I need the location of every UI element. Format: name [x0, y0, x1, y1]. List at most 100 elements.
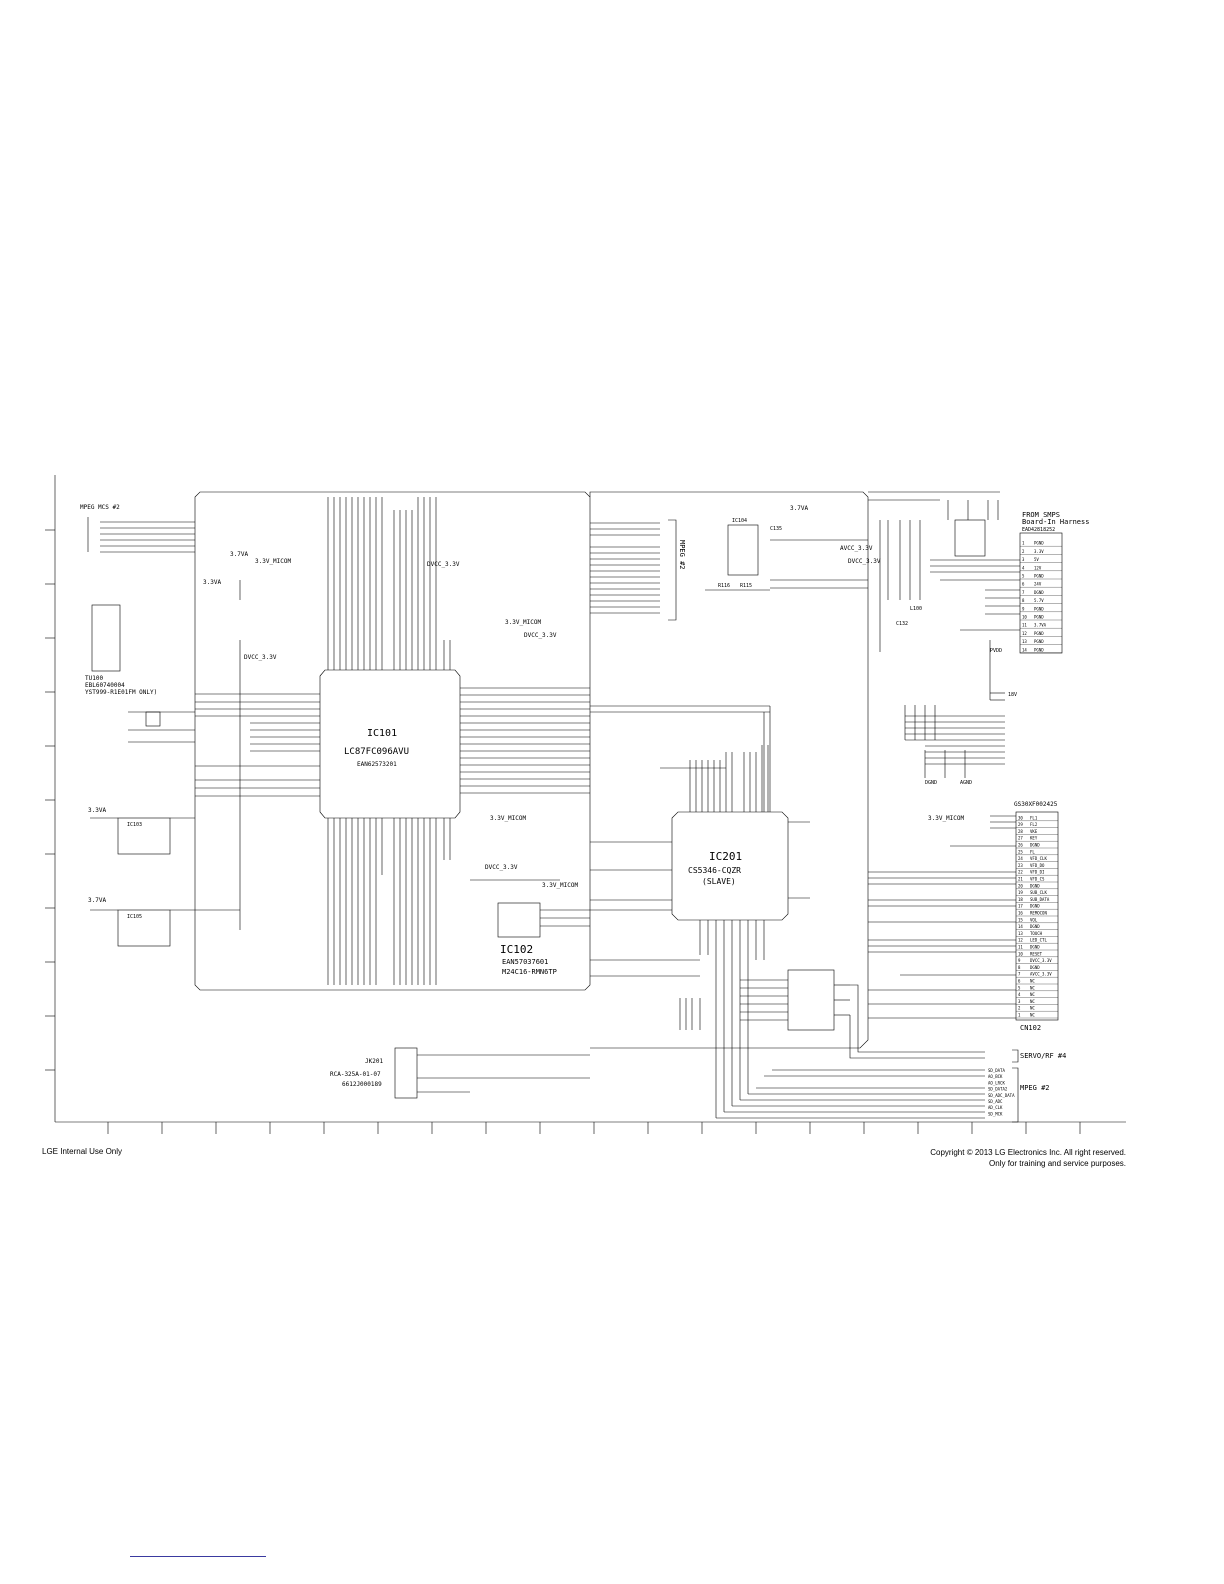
- cn-bottom-pin: 14: [1018, 924, 1023, 929]
- ic103-body: [117, 817, 171, 855]
- ic102-part2: M24C16-RMN6TP: [502, 968, 557, 976]
- ic201-mode: (SLAVE): [702, 877, 736, 886]
- cn-top-label: PGND: [1034, 541, 1044, 546]
- cn-bottom-pin: 26: [1018, 843, 1023, 848]
- tuner-part1: EBL60740004: [85, 682, 125, 689]
- cn-bottom-label: SUB_CLK: [1030, 890, 1047, 895]
- cn102-label: CN102: [1020, 1024, 1041, 1032]
- cn-top-label: DGND: [1034, 590, 1044, 595]
- rail-label: AVCC_3.3V: [840, 545, 873, 552]
- cn-bottom-label: DVCC_3.3V: [1030, 958, 1052, 963]
- ic101-body: [319, 669, 461, 819]
- smps-label-1: FROM SMPS: [1022, 511, 1060, 519]
- cn-top-pin: 10: [1022, 615, 1027, 620]
- cn-bottom-label: VOL: [1030, 917, 1038, 922]
- cn-top-label: 5.7V: [1034, 598, 1044, 603]
- c135-label: C135: [770, 526, 782, 532]
- jk201-ref: JK201: [365, 1058, 383, 1065]
- jk201-part: RCA-325A-01-07: [330, 1071, 381, 1078]
- cn-bottom-label: NC: [1030, 1006, 1035, 1011]
- cn-bottom-label: AVCC_3.3V: [1030, 972, 1052, 977]
- cn-bottom-label: VKE: [1030, 829, 1038, 834]
- ic101-ref: IC101: [367, 728, 397, 739]
- ic101-part: LC87FC096AVU: [344, 747, 409, 757]
- smps-label-2: Board-In Harness: [1022, 518, 1089, 526]
- cn-bottom-pin: 3: [1018, 999, 1021, 1004]
- cn-bottom-pin: 30: [1018, 815, 1023, 820]
- cn-top-pin: 4: [1022, 565, 1025, 570]
- cn-top-pin: 8: [1022, 598, 1025, 603]
- cn-bottom-label: DGND: [1030, 924, 1040, 929]
- cn-bottom-label: NC: [1030, 979, 1035, 984]
- v18-label: 18V: [1008, 692, 1017, 698]
- servo-signal-label: SD_DATA2: [988, 1087, 1008, 1092]
- cn-top-pin: 1: [1022, 541, 1025, 546]
- ic104-body: [727, 524, 759, 576]
- mpeg-mcs-block: [194, 491, 591, 991]
- rail-label: 3.7VA: [790, 505, 808, 512]
- mpeg-right-label: MPEG #2: [678, 540, 686, 570]
- cn-bottom-pin: 2: [1018, 1006, 1021, 1011]
- cn-bottom-label: REMOCON: [1030, 911, 1047, 916]
- rail-label: 3.3V_MICOM: [255, 558, 292, 565]
- rail-label: DVCC_3.3V: [848, 558, 881, 565]
- cn-bottom-label: NC: [1030, 985, 1035, 990]
- footer-copyright-line1: Copyright © 2013 LG Electronics Inc. All…: [930, 1148, 1126, 1157]
- cn-top-label: 3.3V: [1034, 549, 1044, 554]
- cn-bottom-label: FL1: [1030, 815, 1038, 820]
- cn-top-pin: 9: [1022, 606, 1025, 611]
- c132-label: C132: [896, 621, 908, 627]
- cn-bottom-pin: 15: [1018, 917, 1023, 922]
- cn-bottom-pin: 21: [1018, 877, 1023, 882]
- cn-bottom-pin: 13: [1018, 931, 1023, 936]
- cn-bottom-code: GS30XF002425: [1014, 801, 1058, 808]
- agnd-label: AGND: [960, 780, 972, 786]
- cn-bottom-label: FL2: [1030, 822, 1038, 827]
- cn-top-label: 3.7VA: [1034, 623, 1047, 628]
- l100-label: L100: [910, 606, 922, 612]
- cn-top-label: PGND: [1034, 631, 1044, 636]
- cn-top-pin: 11: [1022, 623, 1027, 628]
- cn-top-label: 5V: [1034, 557, 1039, 562]
- footer-internal-use: LGE Internal Use Only: [42, 1147, 123, 1156]
- ic105-label: IC105: [127, 914, 142, 920]
- jk201-code: 6612J000189: [342, 1081, 382, 1088]
- cn-top-pin: 3: [1022, 557, 1025, 562]
- pvdd-label: PVDD: [990, 648, 1002, 654]
- cn-bottom-pin: 11: [1018, 945, 1023, 950]
- ic102-ref: IC102: [500, 943, 533, 956]
- cn-bottom-pin: 20: [1018, 883, 1023, 888]
- cn-bottom-label: NC: [1030, 999, 1035, 1004]
- cn-bottom-label: LED_CTL: [1030, 938, 1047, 943]
- servo-label: SERVO/RF #4: [1020, 1052, 1066, 1060]
- footer-copyright: Copyright © 2013 LG Electronics Inc. All…: [930, 1147, 1126, 1169]
- cn-bottom-label: DGND: [1030, 883, 1040, 888]
- rail-label: 3.3VA: [203, 579, 221, 586]
- cn-top-pin: 5: [1022, 574, 1025, 579]
- cn-bottom-pin: 22: [1018, 870, 1023, 875]
- cn-top-label: 12V: [1034, 565, 1042, 570]
- cn-bottom-pin: 27: [1018, 836, 1023, 841]
- footer-copyright-line2: Only for training and service purposes.: [989, 1159, 1126, 1168]
- cn-bottom-label: VFD_CLK: [1030, 856, 1047, 861]
- cn-top-pin: 14: [1022, 647, 1027, 652]
- rail-label: 3.7VA: [230, 551, 248, 558]
- r115-label: R115: [740, 583, 752, 589]
- cn-bottom-label: DGND: [1030, 945, 1040, 950]
- cn-bottom-pin: 7: [1018, 972, 1021, 977]
- cn-bottom-pin: 10: [1018, 951, 1023, 956]
- servo-signal-label: AO_LRCK: [988, 1080, 1005, 1085]
- tuner-part2: YST999-R1E01FM ONLY): [85, 689, 157, 696]
- cn-bottom-label: VFD_CS: [1030, 877, 1045, 882]
- ic105-body: [117, 909, 171, 947]
- cn-bottom-label: DGND: [1030, 965, 1040, 970]
- cn-top-label: PGND: [1034, 615, 1044, 620]
- audio-block: [589, 491, 869, 1049]
- rail-label: DVCC_3.3V: [485, 864, 518, 871]
- servo-signal-label: SD_ADC: [988, 1099, 1003, 1104]
- cn-bottom-label: DGND: [1030, 904, 1040, 909]
- cn-top-code: EAD42818252: [1022, 527, 1055, 533]
- cn-bottom-pin: 24: [1018, 856, 1023, 861]
- tuner-ref: TU100: [85, 675, 103, 682]
